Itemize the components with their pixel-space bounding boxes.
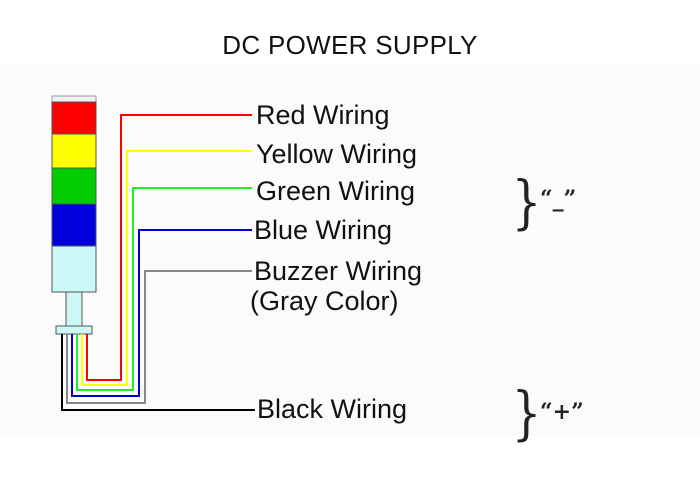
wire-red (86, 114, 252, 381)
lamp-segment-buzzer (51, 245, 97, 293)
tower-lamp (51, 95, 97, 335)
label-yellow-wiring: Yellow Wiring (256, 139, 418, 169)
label-gray-color: (Gray Color) (250, 286, 399, 316)
wires (61, 114, 255, 411)
diagram-background (0, 64, 700, 436)
negative-brace: } (511, 168, 542, 236)
wire-gray (66, 270, 252, 404)
label-red-wiring: Red Wiring (256, 100, 390, 130)
diagram-title: DC POWER SUPPLY (222, 30, 478, 60)
lamp-segment-blue (51, 203, 97, 247)
label-blue-wiring: Blue Wiring (254, 215, 393, 245)
lamp-segment-red (51, 101, 97, 135)
lamp-stem (65, 291, 83, 327)
lamp-cap (51, 95, 97, 103)
label-buzzer-wiring: Buzzer Wiring (254, 256, 423, 286)
wire-black (61, 334, 255, 411)
positive-brace: } (511, 379, 542, 447)
lamp-base (55, 325, 93, 335)
wire-yellow (81, 150, 252, 386)
wire-green (76, 187, 252, 391)
lamp-segment-yellow (51, 133, 97, 169)
wire-blue (71, 229, 252, 397)
positive-sign: “+” (540, 399, 584, 425)
lamp-segment-green (51, 167, 97, 205)
label-black-wiring: Black Wiring (257, 394, 408, 424)
label-green-wiring: Green Wiring (256, 176, 416, 206)
negative-sign: “_” (540, 186, 577, 212)
